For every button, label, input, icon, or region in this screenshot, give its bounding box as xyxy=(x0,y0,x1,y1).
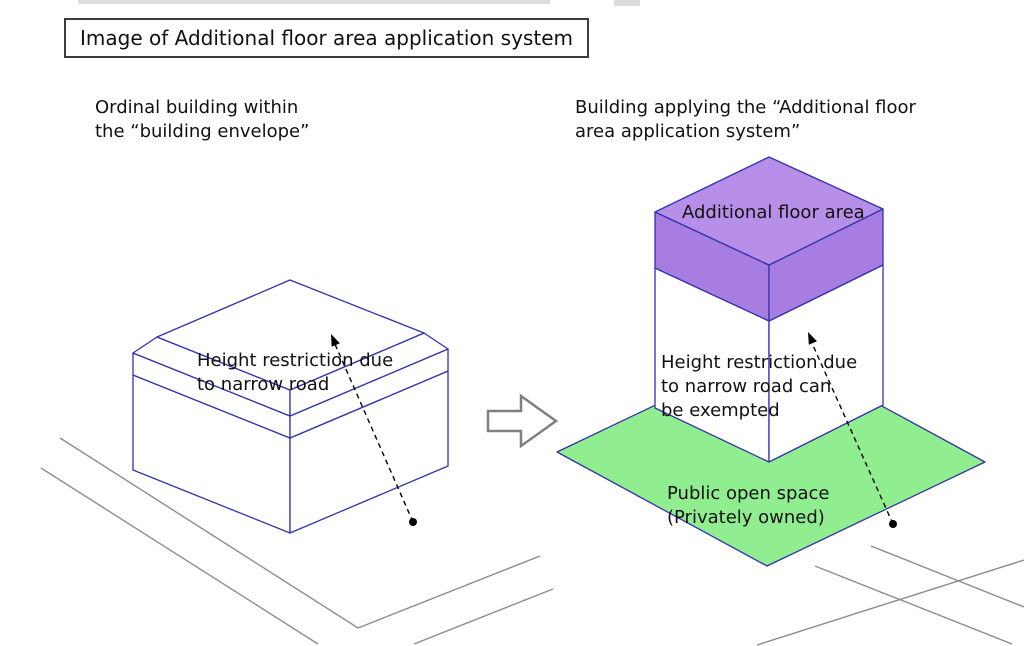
top-artifact-mark xyxy=(614,0,640,6)
page-title: Image of Additional floor area applicati… xyxy=(80,26,573,50)
left-sightline-dashed xyxy=(333,341,414,523)
title-box: Image of Additional floor area applicati… xyxy=(64,18,589,58)
right-road-edge-2 xyxy=(870,545,1024,608)
top-artifact-strip xyxy=(78,0,550,4)
transform-arrow-icon xyxy=(486,393,559,449)
right-building xyxy=(654,156,884,463)
right-sightline-dashed xyxy=(810,340,894,525)
left-sightline-dot xyxy=(409,518,417,526)
sightlines xyxy=(331,332,897,528)
left-building-annotation: Height restriction due to narrow road xyxy=(197,350,394,395)
left-road-outer-edge-right xyxy=(413,588,554,645)
left-diagram-heading: Ordinal building within the “building en… xyxy=(95,97,310,142)
right-sightline-dot xyxy=(889,520,897,528)
additional-floor-area-label: Additional floor area xyxy=(682,202,865,223)
buildings xyxy=(132,156,986,567)
road-lines xyxy=(40,437,1024,646)
right-road-edge-3 xyxy=(756,559,1024,646)
left-road-inner-edge xyxy=(59,437,541,629)
left-road-outer-edge xyxy=(40,467,319,645)
left-sightline-arrowhead-icon xyxy=(331,334,340,347)
left-building-top-face xyxy=(156,279,425,391)
right-building-annotation: Height restriction due to narrow road ca… xyxy=(661,352,858,421)
right-road-edge-1 xyxy=(814,565,1013,645)
additional-floor-roof-face xyxy=(654,156,884,266)
right-sightline-arrowhead-icon xyxy=(808,332,817,345)
right-diagram-heading: Building applying the “Additional floor … xyxy=(575,97,916,142)
left-building xyxy=(132,279,449,534)
public-open-space-label: Public open space (Privately owned) xyxy=(667,483,830,528)
